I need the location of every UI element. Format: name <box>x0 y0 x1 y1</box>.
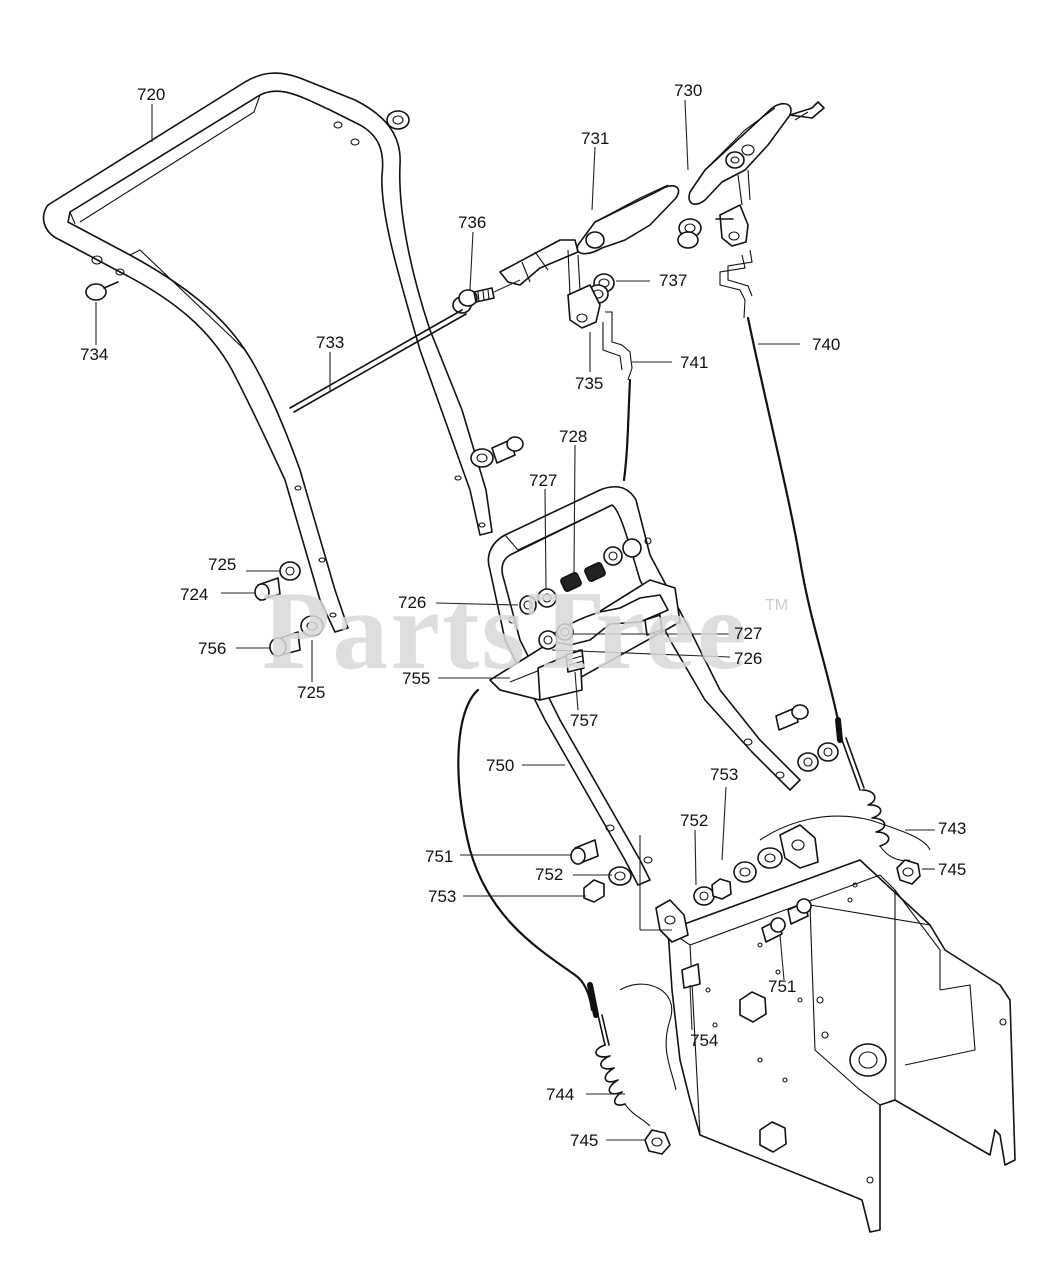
bolts-right-750 <box>775 704 839 772</box>
upper-handle-720 <box>42 72 493 633</box>
callout-753-left[interactable]: 753 <box>428 887 457 906</box>
callout-751-left[interactable]: 751 <box>425 847 454 866</box>
spring-743 <box>759 737 931 862</box>
callout-757[interactable]: 757 <box>570 711 599 730</box>
bolt-757 <box>565 649 585 673</box>
frame-housing <box>667 859 1016 1233</box>
nut-745-right <box>896 859 921 885</box>
control-lever-731 <box>499 184 680 286</box>
cable-740 <box>719 249 843 743</box>
callout-752-top[interactable]: 752 <box>680 811 709 830</box>
callout-745-bottom[interactable]: 745 <box>570 1131 599 1150</box>
bolt-right-727 <box>644 614 663 636</box>
callout-726-left[interactable]: 726 <box>398 593 427 612</box>
callout-737[interactable]: 737 <box>659 271 688 290</box>
callout-743[interactable]: 743 <box>938 819 967 838</box>
callout-744[interactable]: 744 <box>546 1085 575 1104</box>
pivot-bracket <box>655 824 819 943</box>
clip-754 <box>681 963 701 989</box>
hardware-751-753 <box>570 839 783 906</box>
trademark-mark: TM <box>765 597 789 614</box>
bolt-734 <box>85 281 119 301</box>
callout-733[interactable]: 733 <box>316 333 345 352</box>
callout-755[interactable]: 755 <box>402 669 431 688</box>
callout-727-top[interactable]: 727 <box>529 471 558 490</box>
watermark-text: PartsTree <box>262 569 749 693</box>
link-730-bracket <box>719 169 751 247</box>
leader-lines <box>95 99 935 1141</box>
callout-728[interactable]: 728 <box>559 427 588 446</box>
callout-745-right[interactable]: 745 <box>938 860 967 879</box>
callout-735[interactable]: 735 <box>575 374 604 393</box>
callout-751-right[interactable]: 751 <box>768 977 797 996</box>
callout-734[interactable]: 734 <box>80 345 109 364</box>
callout-756[interactable]: 756 <box>198 639 227 658</box>
spring-744 <box>595 983 677 1127</box>
callout-752-left[interactable]: 752 <box>535 865 564 884</box>
cable-744-loop <box>457 688 599 1018</box>
frame-bolts-751 <box>761 898 812 943</box>
callout-750[interactable]: 750 <box>486 756 515 775</box>
callout-724[interactable]: 724 <box>180 585 209 604</box>
washers-726-727 <box>519 538 642 650</box>
link-735 <box>567 249 601 329</box>
callout-725-top[interactable]: 725 <box>208 555 237 574</box>
callout-741[interactable]: 741 <box>680 353 709 372</box>
washer-top <box>386 110 410 130</box>
nut-745-left <box>644 1129 671 1155</box>
bolt-washer-mid <box>470 436 524 468</box>
cable-733 <box>289 279 521 413</box>
callout-727-right[interactable]: 727 <box>734 624 763 643</box>
control-lever-730 <box>688 101 825 205</box>
callout-730[interactable]: 730 <box>674 81 703 100</box>
springs-728 <box>560 562 606 592</box>
callout-754[interactable]: 754 <box>690 1031 719 1050</box>
callout-740[interactable]: 740 <box>812 335 841 354</box>
callout-753-top[interactable]: 753 <box>710 765 739 784</box>
callout-726-right[interactable]: 726 <box>734 649 763 668</box>
callout-736[interactable]: 736 <box>458 213 487 232</box>
callout-720[interactable]: 720 <box>137 85 166 104</box>
callout-725-bottom[interactable]: 725 <box>297 683 326 702</box>
lower-handle-750 <box>487 486 801 886</box>
cable-adjuster-736 <box>452 287 495 314</box>
cable-741 <box>602 311 633 482</box>
callout-731[interactable]: 731 <box>581 129 610 148</box>
